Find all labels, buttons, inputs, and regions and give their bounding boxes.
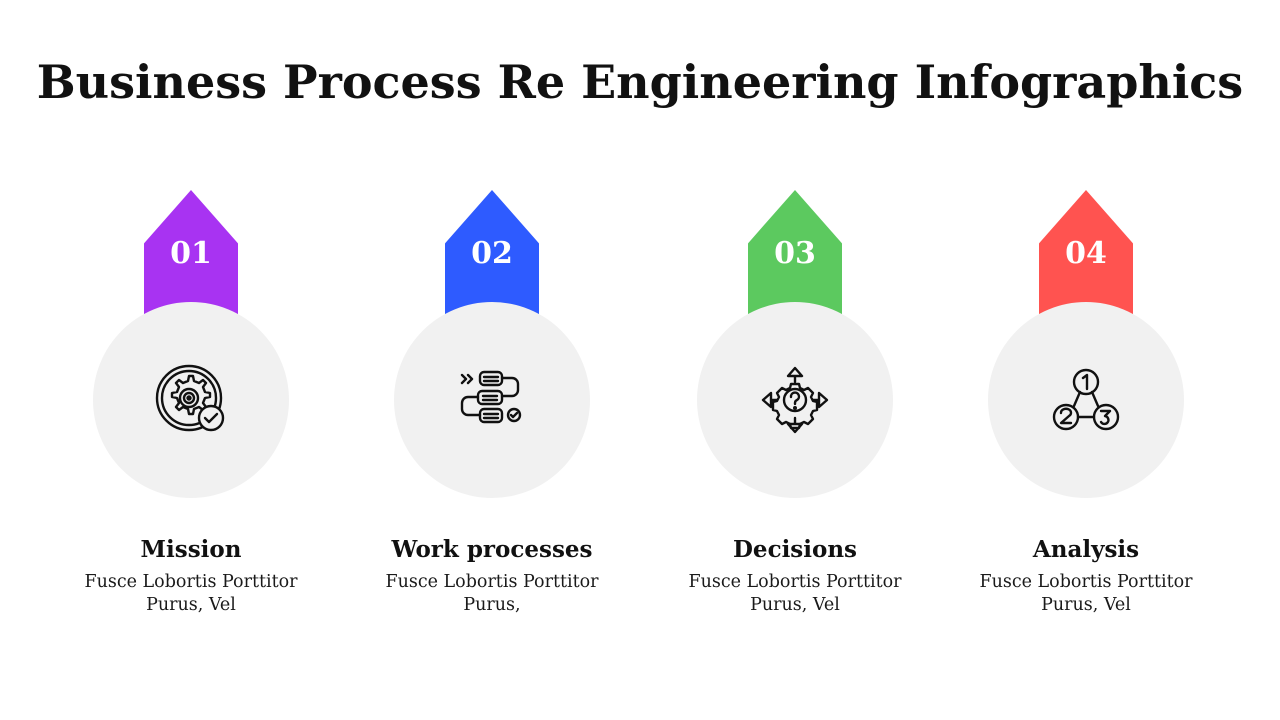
step-description: Fusce Lobortis Porttitor Purus, Vel: [71, 571, 311, 617]
step-description-line: Fusce Lobortis Porttitor: [979, 572, 1193, 592]
step-number-tag: 04: [1039, 190, 1133, 314]
step-number: 03: [774, 236, 816, 271]
step-number-tag: 03: [748, 190, 842, 314]
step-mission: 01 Mission Fusce Lobortis Porttitor Puru…: [71, 0, 311, 720]
step-description: Fusce Lobortis Porttitor Purus, Vel: [966, 571, 1206, 617]
step-number: 01: [170, 236, 212, 271]
step-heading: Mission: [140, 536, 242, 563]
step-number-tag: 01: [144, 190, 238, 314]
step-heading: Decisions: [732, 536, 858, 563]
target-gear-check-icon: [153, 362, 229, 438]
step-description-line: Purus, Vel: [750, 595, 840, 615]
step-number: 02: [471, 236, 513, 271]
step-decisions: 03 Decisions Fusce Lobortis Porttitor Pu…: [675, 0, 915, 720]
step-description-line: Fusce Lobortis Porttitor: [84, 572, 298, 592]
step-analysis: 04 Analysis Fusce Lobortis Porttitor Pur…: [966, 0, 1206, 720]
step-work-processes: 02 Work processes Fusce Lobortis Porttit…: [372, 0, 612, 720]
page-title: Business Process Re Engineering Infograp…: [36, 55, 1244, 109]
numbered-nodes-icon: [1048, 362, 1124, 438]
icon-circle: [93, 302, 289, 498]
workflow-icon: [454, 362, 530, 438]
gear-question-arrows-icon: [757, 362, 833, 438]
step-description-line: Purus,: [463, 595, 521, 615]
icon-circle: [394, 302, 590, 498]
step-description: Fusce Lobortis Porttitor Purus,: [372, 571, 612, 617]
step-description-line: Fusce Lobortis Porttitor: [385, 572, 599, 592]
icon-circle: [988, 302, 1184, 498]
step-description: Fusce Lobortis Porttitor Purus, Vel: [675, 571, 915, 617]
step-number: 04: [1065, 236, 1107, 271]
step-description-line: Purus, Vel: [1041, 595, 1131, 615]
step-description-line: Fusce Lobortis Porttitor: [688, 572, 902, 592]
step-heading: Analysis: [1032, 536, 1140, 563]
step-description-line: Purus, Vel: [146, 595, 236, 615]
icon-circle: [697, 302, 893, 498]
step-number-tag: 02: [445, 190, 539, 314]
step-heading: Work processes: [391, 536, 593, 563]
